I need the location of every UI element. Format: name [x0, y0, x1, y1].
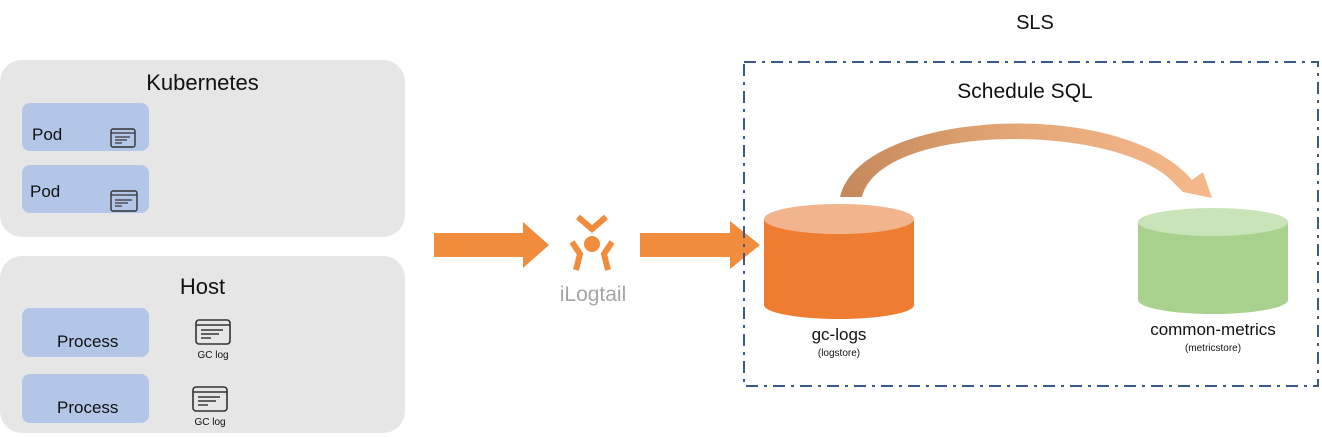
- flow-arrow-to-gc-logs: [640, 221, 760, 269]
- process-node: Process: [22, 374, 149, 423]
- host-title: Host: [179, 274, 226, 299]
- gc-log-label: GC log: [197, 350, 229, 361]
- gc-logs-name: gc-logs: [811, 325, 867, 344]
- flow-arrow-to-ilogtail: [434, 222, 549, 268]
- common-metrics-cylinder-icon: [1138, 208, 1288, 314]
- gc-logs-cylinder-icon: [764, 204, 914, 319]
- host-group: Host Process GC log Process GC log: [0, 256, 405, 433]
- log-file-icon: [195, 319, 231, 345]
- log-file-icon: [110, 128, 136, 148]
- process-label: Process: [57, 398, 119, 417]
- pod-node: Pod: [22, 165, 149, 213]
- gc-log-label: GC log: [194, 417, 226, 428]
- common-metrics-name: common-metrics: [1150, 320, 1276, 339]
- process-label: Process: [57, 332, 119, 351]
- gc-log-artifact: GC log: [188, 319, 238, 361]
- log-file-icon: [192, 386, 228, 412]
- pod-label: Pod: [30, 182, 61, 201]
- pod-node: Pod: [22, 103, 149, 151]
- sls-title: SLS: [1016, 12, 1054, 34]
- common-metrics-kind: (metricstore): [1184, 343, 1242, 354]
- kubernetes-group: Kubernetes Pod Pod: [0, 60, 405, 237]
- gc-log-artifact: GC log: [185, 386, 235, 428]
- log-file-icon: [110, 190, 138, 212]
- gc-logs-kind: (logstore): [817, 348, 861, 359]
- kubernetes-title: Kubernetes: [146, 70, 259, 95]
- schedule-sql-label: Schedule SQL: [957, 80, 1093, 103]
- process-node: Process: [22, 308, 149, 357]
- ilogtail-label: iLogtail: [559, 283, 627, 306]
- sls-boundary: [743, 61, 1319, 387]
- pod-label: Pod: [32, 125, 63, 144]
- ilogtail-logo-icon: [569, 214, 615, 271]
- schedule-sql-arrow: [840, 123, 1212, 198]
